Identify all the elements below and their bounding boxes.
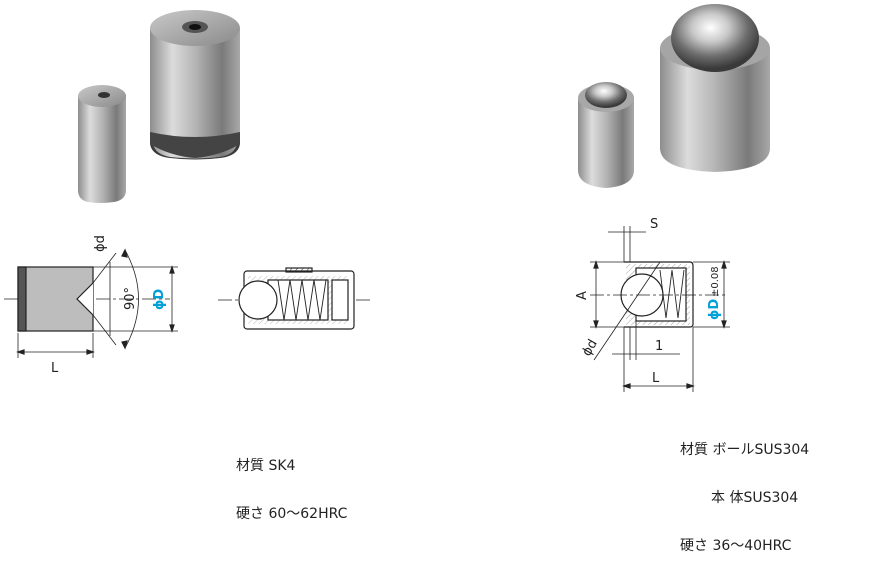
ball-plunger-section-drawing <box>590 226 730 392</box>
right-spec-block: 材質 ボールSUS304 本 体SUS304 硬さ 36～40HRC <box>680 410 809 570</box>
left-spec-material: 材質 SK4 <box>236 458 296 474</box>
dim-label-d-left: ϕd <box>93 235 108 252</box>
dim-label-L-left: L <box>51 361 59 376</box>
dim-label-angle: 90° <box>123 287 138 310</box>
product-photo-large-pin <box>150 10 240 160</box>
dim-label-tolerance: ±0.08 <box>710 266 721 297</box>
dim-label-1: 1 <box>655 339 663 354</box>
right-spec-hardness: 硬さ 36～40HRC <box>680 538 792 554</box>
dim-label-D-right: ϕD <box>707 299 722 320</box>
ball-plunger-drawing <box>218 267 370 330</box>
product-photo-small-pin <box>78 85 126 203</box>
dim-label-L-right: L <box>652 371 660 386</box>
right-spec-material: 材質 ボールSUS304 <box>680 442 810 458</box>
right-spec-body: 本 体SUS304 <box>711 490 799 506</box>
dim-label-d-right: ϕd <box>579 337 600 359</box>
dim-label-A: A <box>575 291 590 300</box>
left-spec-hardness: 硬さ 60～62HRC <box>236 506 348 522</box>
pin-drawing <box>4 248 178 358</box>
product-photo-small-ball-plunger <box>578 82 634 188</box>
dim-label-D-left: ϕD <box>152 289 167 310</box>
dim-label-S: S <box>650 217 658 232</box>
left-spec-block: 材質 SK4 硬さ 60～62HRC <box>236 426 347 538</box>
product-photo-large-ball-plunger <box>660 4 770 172</box>
